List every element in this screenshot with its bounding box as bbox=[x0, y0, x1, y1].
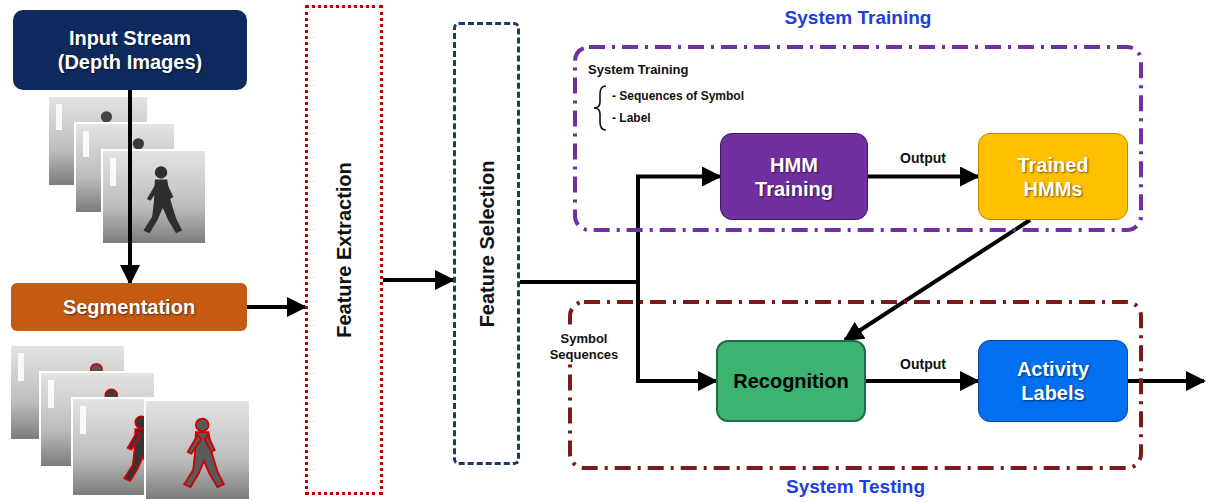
brace bbox=[594, 86, 606, 130]
edge-label: Output bbox=[898, 150, 948, 167]
box-label: HMM Training bbox=[735, 153, 853, 201]
feature-extraction-box: Feature Extraction bbox=[305, 5, 383, 495]
depth-frames bbox=[48, 96, 206, 244]
box-label: Recognition bbox=[733, 369, 849, 393]
region-border bbox=[570, 302, 1141, 468]
input-box: Input Stream (Depth Images) bbox=[13, 10, 247, 90]
connector-arrow bbox=[520, 177, 720, 283]
feature-selection-box: Feature Selection bbox=[453, 22, 520, 465]
connector-arrow bbox=[383, 278, 453, 282]
section-label: System Training bbox=[588, 62, 688, 77]
process-box: HMM Training bbox=[720, 133, 868, 220]
list-item: - Sequences of Symbol bbox=[612, 89, 744, 103]
testing-region: System TestingRecognitionActivity Labels bbox=[568, 300, 1143, 470]
connector-arrow bbox=[520, 282, 716, 381]
process-box: Recognition bbox=[716, 340, 866, 422]
connector-arrow bbox=[845, 220, 1030, 340]
output-box: Activity Labels bbox=[978, 340, 1128, 422]
box-label: Activity Labels bbox=[993, 357, 1113, 405]
connector-arrow bbox=[247, 305, 305, 309]
list-item: - Label bbox=[612, 111, 651, 125]
box-label: Trained HMMs bbox=[993, 153, 1113, 201]
edge-label: Output bbox=[898, 356, 948, 373]
connector-arrow bbox=[868, 175, 978, 179]
segmented-frames bbox=[10, 345, 250, 500]
region-heading: System Training bbox=[785, 7, 932, 30]
box-label: Input Stream (Depth Images) bbox=[48, 26, 212, 74]
edge-label: Symbol Sequences bbox=[540, 331, 628, 362]
connector-arrow bbox=[128, 90, 132, 283]
region-heading: System Testing bbox=[786, 476, 925, 499]
box-label: Segmentation bbox=[63, 295, 195, 319]
vertical-label: Feature Extraction bbox=[332, 162, 356, 338]
connector-arrow bbox=[866, 379, 978, 383]
vertical-label: Feature Selection bbox=[475, 160, 499, 327]
model-box: Trained HMMs bbox=[978, 133, 1128, 220]
segmentation-box: Segmentation bbox=[11, 283, 247, 331]
region-border bbox=[575, 47, 1141, 230]
